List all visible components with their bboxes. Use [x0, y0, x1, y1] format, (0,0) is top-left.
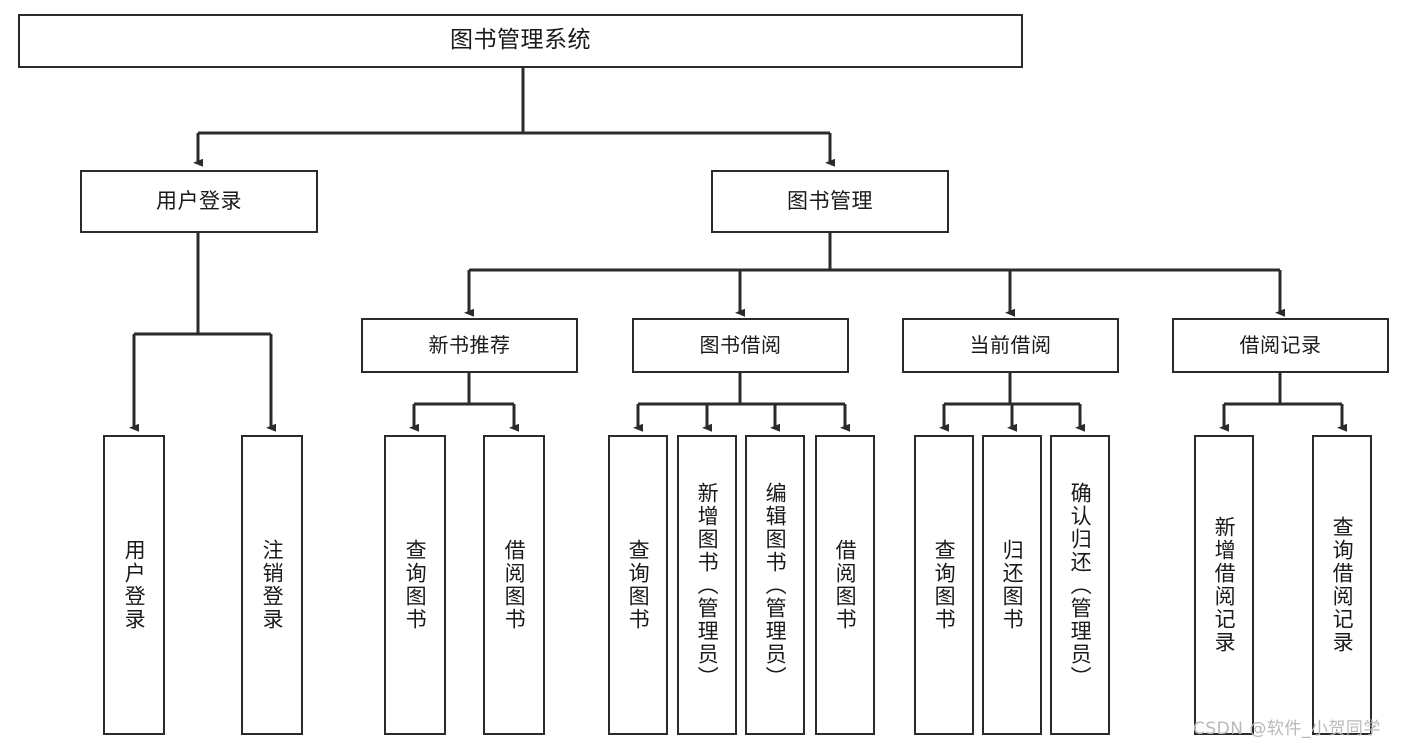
node-root-system[interactable]: 图书管理系统 — [18, 14, 1023, 68]
node-label: 借阅图书 — [502, 539, 527, 631]
node-label: 查询图书 — [932, 539, 957, 631]
leaf-recommend-query-book[interactable]: 查询图书 — [384, 435, 446, 735]
node-label: 归还图书 — [1000, 539, 1025, 631]
leaf-user-login-signout[interactable]: 注销登录 — [241, 435, 303, 735]
leaf-current-return-book[interactable]: 归还图书 — [982, 435, 1042, 735]
node-label: 借阅记录 — [1239, 332, 1322, 357]
leaf-record-add-record[interactable]: 新增借阅记录 — [1194, 435, 1254, 735]
node-label: 图书管理系统 — [450, 27, 591, 54]
node-label: 注销登录 — [260, 539, 285, 631]
node-label: 图书管理 — [787, 189, 873, 214]
node-user-login[interactable]: 用户登录 — [80, 170, 318, 233]
node-book-management[interactable]: 图书管理 — [711, 170, 949, 233]
node-label: 编辑图书（管理员） — [763, 481, 788, 689]
leaf-borrow-edit-book-admin[interactable]: 编辑图书（管理员） — [745, 435, 805, 735]
node-label: 用户登录 — [156, 189, 242, 214]
node-book-borrow[interactable]: 图书借阅 — [632, 318, 849, 373]
node-label: 查询图书 — [626, 539, 651, 631]
node-label: 新增借阅记录 — [1212, 516, 1237, 654]
node-new-book-recommend[interactable]: 新书推荐 — [361, 318, 578, 373]
node-borrow-record[interactable]: 借阅记录 — [1172, 318, 1389, 373]
leaf-recommend-borrow-book[interactable]: 借阅图书 — [483, 435, 545, 735]
node-label: 查询借阅记录 — [1330, 516, 1355, 654]
leaf-borrow-borrow-book[interactable]: 借阅图书 — [815, 435, 875, 735]
node-current-borrow[interactable]: 当前借阅 — [902, 318, 1119, 373]
leaf-current-confirm-return-admin[interactable]: 确认归还（管理员） — [1050, 435, 1110, 735]
node-label: 用户登录 — [122, 539, 147, 631]
node-label: 图书借阅 — [699, 332, 782, 357]
leaf-borrow-add-book-admin[interactable]: 新增图书（管理员） — [677, 435, 737, 735]
node-label: 新增图书（管理员） — [695, 481, 720, 689]
node-label: 查询图书 — [403, 539, 428, 631]
leaf-record-query-record[interactable]: 查询借阅记录 — [1312, 435, 1372, 735]
node-label: 当前借阅 — [969, 332, 1052, 357]
leaf-user-login-signin[interactable]: 用户登录 — [103, 435, 165, 735]
csdn-watermark: CSDN @软件_小贺同学 — [1193, 719, 1381, 739]
leaf-borrow-query-book[interactable]: 查询图书 — [608, 435, 668, 735]
node-label: 确认归还（管理员） — [1068, 481, 1093, 689]
leaf-current-query-book[interactable]: 查询图书 — [914, 435, 974, 735]
node-label: 借阅图书 — [833, 539, 858, 631]
node-label: 新书推荐 — [428, 332, 511, 357]
